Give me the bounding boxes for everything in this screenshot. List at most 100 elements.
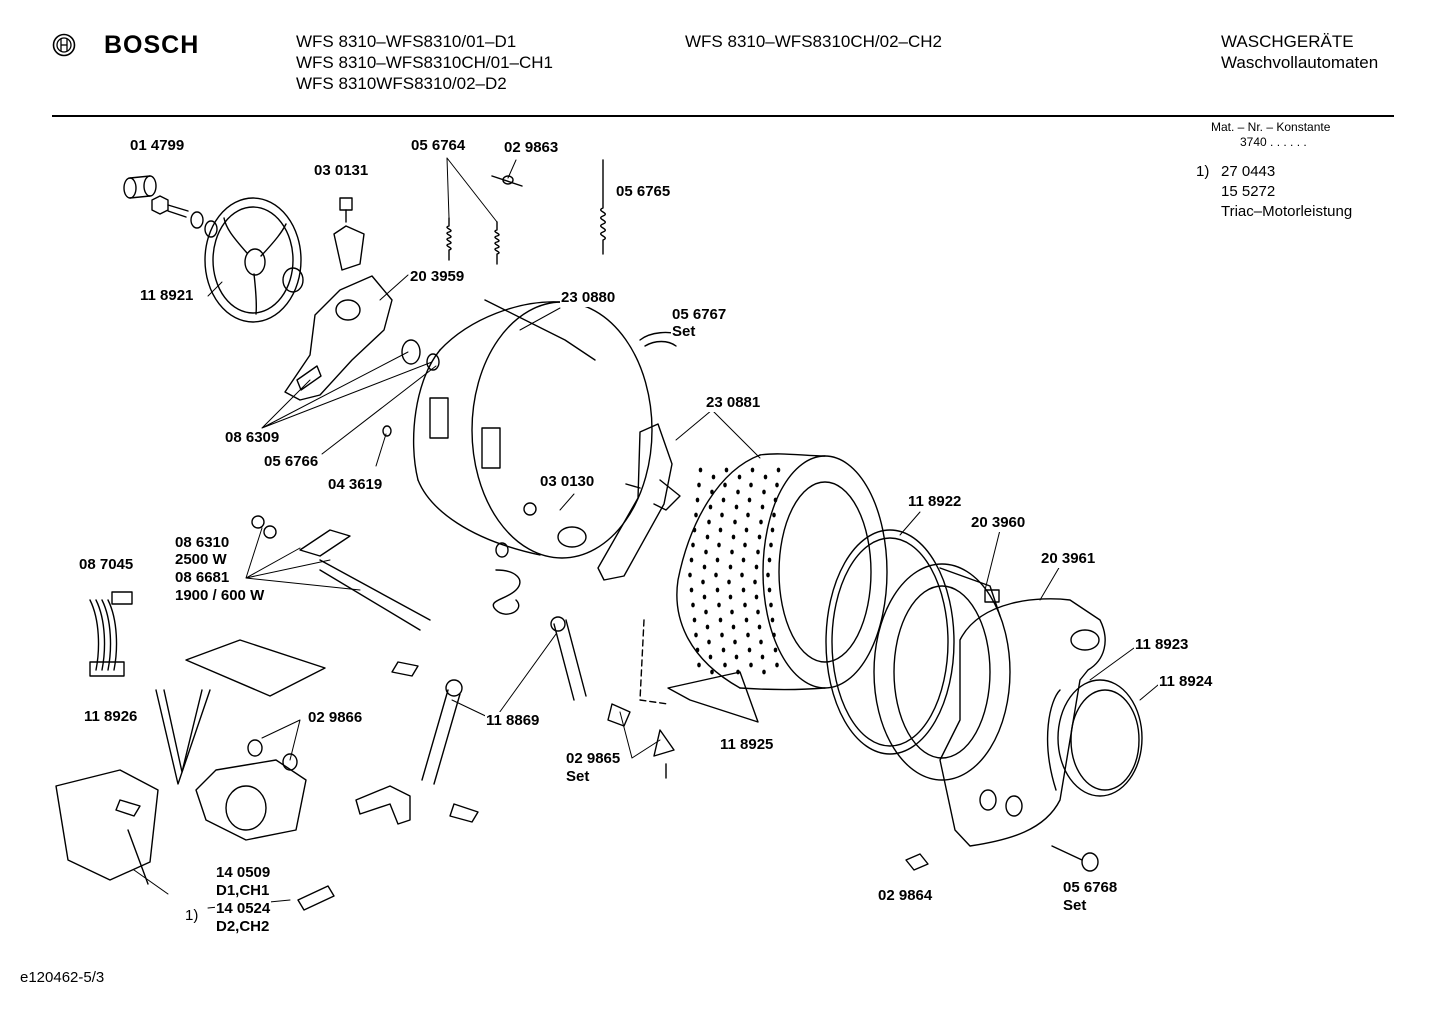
drum-hole: [691, 602, 695, 608]
door-seal-11-8924: [1046, 679, 1143, 797]
drum-hole: [698, 467, 703, 473]
drum-hole: [717, 542, 721, 548]
drum-hole: [710, 669, 714, 675]
drum-hole: [723, 482, 727, 488]
category-title: WASCHGERÄTE Waschvollautomaten: [1221, 31, 1378, 73]
drum-hole: [724, 467, 729, 473]
part-label: 23 0881: [705, 394, 762, 412]
pulley-wheel: [204, 197, 302, 323]
heater-element: [251, 515, 431, 631]
bearing-inner: [426, 353, 440, 371]
part-label: Set: [565, 768, 591, 786]
drum-hole: [727, 579, 731, 585]
part-label: 02 9865: [565, 750, 622, 768]
drum-hole: [762, 669, 766, 675]
footnote-line: 27 0443: [1221, 163, 1276, 180]
drum-hole: [728, 594, 733, 600]
shock-absorber: [421, 679, 463, 785]
drum-hole: [762, 489, 766, 495]
drum-hole: [757, 624, 762, 630]
drum-hole: [694, 632, 698, 638]
wiring-harness-08-7045: [89, 591, 133, 677]
pulley-bolt: [151, 195, 218, 238]
drum-hole: [734, 504, 739, 510]
pulley-hub: [282, 267, 304, 293]
drum-hole: [701, 579, 705, 585]
seal-ring-11-8922: [825, 529, 955, 755]
drum-hole: [741, 557, 746, 563]
drum-hole: [772, 632, 776, 638]
sleeve-01-4799: [123, 175, 157, 199]
part-label: 11 8923: [1134, 636, 1190, 654]
drum-hole: [743, 602, 747, 608]
bracket: [355, 785, 411, 825]
drum-hole: [747, 647, 752, 653]
drum-hole: [731, 534, 736, 540]
part-label: 20 3959: [409, 268, 466, 286]
part-label: 05 6764: [410, 137, 467, 155]
drum-hole: [711, 474, 716, 480]
drawing-id: e120462-5/3: [20, 969, 105, 986]
drum-hole: [759, 639, 763, 645]
part-label: 02 9866: [307, 709, 364, 727]
drum-hole: [697, 662, 701, 668]
drum: [676, 453, 888, 691]
drum-hole: [756, 549, 760, 555]
subcategory: Waschvollautomaten: [1221, 53, 1379, 72]
drum-hole: [691, 542, 695, 548]
drum-hole: [704, 609, 708, 615]
drum-hole: [757, 534, 762, 540]
drum-hole: [733, 519, 737, 525]
part-label: 03 0130: [539, 473, 596, 491]
constant-value: 3740 . . . . . .: [1240, 135, 1307, 149]
drum-hole: [702, 564, 707, 570]
model-line: WFS 8310–WFS8310CH/01–CH1: [296, 53, 554, 72]
part-label: 05 6765: [615, 183, 672, 201]
part-label: 20 3960: [970, 514, 1027, 532]
drum-hole: [721, 647, 726, 653]
drum-hole: [692, 527, 697, 533]
part-label: D1,CH1: [215, 882, 271, 900]
drum-hole: [728, 564, 733, 570]
brand-name: BOSCH: [104, 31, 200, 59]
part-label: 02 9864: [877, 887, 934, 905]
drum-hole: [734, 654, 739, 660]
drum-hole: [749, 662, 753, 668]
bolt: [449, 803, 479, 823]
part-label: 01 4799: [129, 137, 186, 155]
shock-absorber: [550, 616, 587, 701]
spring-clip-03-0131: [333, 197, 365, 271]
drum-hole: [759, 519, 763, 525]
drum-hole: [695, 497, 700, 503]
motor: [115, 739, 307, 841]
drum-hole: [720, 632, 724, 638]
drum-hole: [773, 497, 778, 503]
spring-05-6765: [600, 159, 606, 255]
drum-hole: [769, 542, 773, 548]
bearing-bracket: [284, 275, 393, 401]
drum-hole: [743, 542, 747, 548]
drum-hole: [770, 617, 775, 623]
drum-hole: [750, 467, 755, 473]
part-label: 1900 / 600 W: [174, 587, 266, 605]
part-label: Set: [1062, 897, 1088, 915]
drum-hole: [695, 647, 700, 653]
part-label: 08 6309: [224, 429, 281, 447]
drum-hole: [772, 512, 776, 518]
part-label: 2500 W: [174, 551, 228, 569]
model-line: WFS 8310WFS8310/02–D2: [296, 74, 507, 93]
clip-bracket: [297, 885, 335, 911]
drum-hole: [770, 527, 775, 533]
drum-hole: [715, 587, 720, 593]
part-label: Set: [671, 323, 697, 341]
drum-hole: [776, 467, 781, 473]
part-label: 05 6766: [263, 453, 320, 471]
dashed-outline: [639, 619, 669, 705]
drum-hole: [744, 617, 749, 623]
drum-hole: [760, 654, 765, 660]
drum-hole: [708, 654, 713, 660]
part-label: 11 8925: [719, 736, 775, 754]
drum-hole: [718, 527, 723, 533]
part-label: 23 0880: [560, 289, 617, 307]
